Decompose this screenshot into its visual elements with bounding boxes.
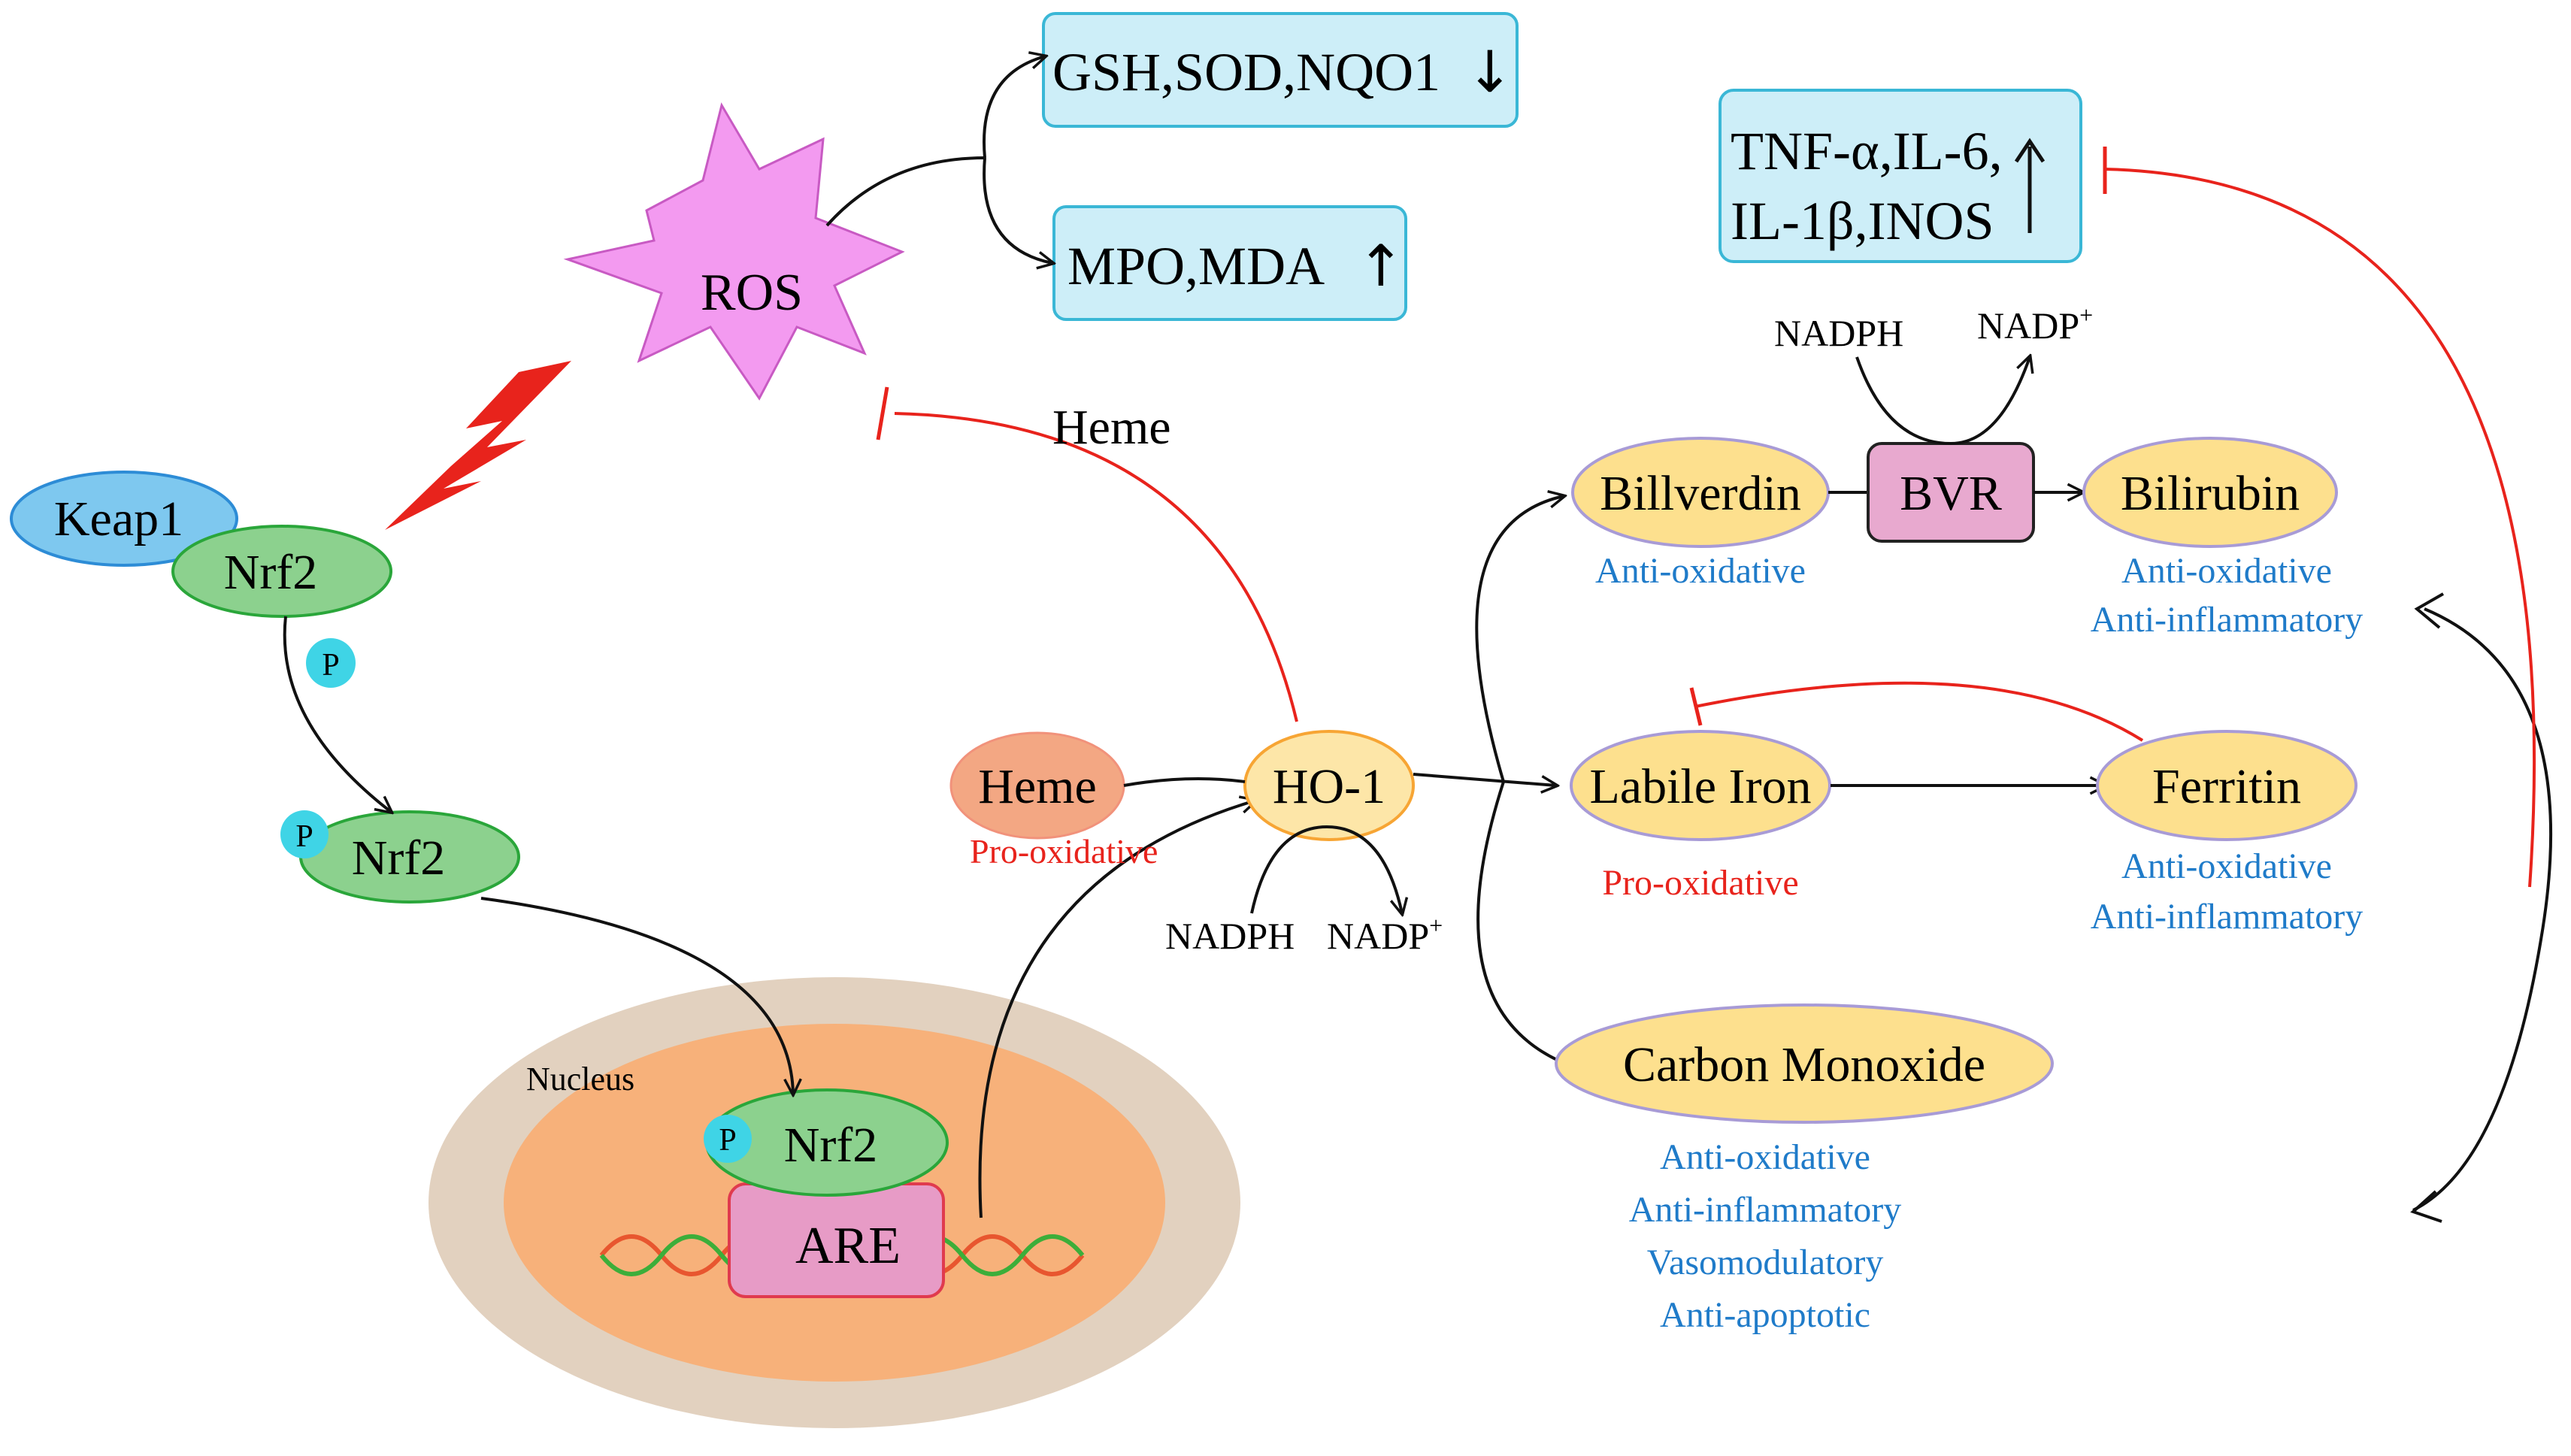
arrow-to-oxidative: [983, 157, 1052, 263]
heme-inhibit-label: Heme: [1052, 400, 1171, 455]
nrf2-bound-label: Nrf2: [224, 545, 318, 600]
inhibit-ferritin-iron: [1694, 681, 2144, 742]
labile-iron-node: [1570, 730, 1831, 841]
ferritin-effect-1: Anti-inflammatory: [2091, 897, 2364, 937]
ferritin-effect-0: Anti-oxidative: [2121, 846, 2332, 886]
arrow-to-co: [1476, 781, 1575, 1067]
ho1-nadph: NADPH: [1165, 915, 1295, 957]
arrow-nrf2-to-phos: [283, 616, 391, 812]
bilirubin-effect-0: Anti-oxidative: [2121, 551, 2332, 591]
antioxidant-enzymes-label: GSH,SOD,NQO1: [1052, 42, 1440, 102]
p-badge-nuclear: [704, 1115, 752, 1163]
bilirubin-node: [2082, 437, 2338, 548]
cytokines-line1: TNF-α,IL-6,: [1731, 121, 2003, 181]
co-effect-1: Anti-inflammatory: [1629, 1190, 1902, 1230]
are-label: ARE: [795, 1217, 901, 1275]
p-badge-phos-label: P: [295, 819, 313, 854]
inhibit-cytokines: [2104, 168, 2536, 888]
inhibit-bar-iron: [1689, 687, 1703, 726]
arrow-ros-branch: [825, 156, 986, 227]
bvr-cofactor-arc: [1855, 357, 2030, 446]
p-badge-phos: [280, 810, 329, 858]
oxidative-markers-label: MPO,MDA: [1067, 236, 1325, 296]
keap1-node: [10, 471, 238, 567]
bilirubin-label: Bilirubin: [2121, 466, 2300, 521]
antioxidant-enzymes-box: [1042, 12, 1519, 128]
right-bracket-arrow: [2412, 607, 2553, 1212]
cytokines-line2: IL-1β,INOS: [1731, 191, 1994, 251]
ho1-node: [1243, 730, 1415, 841]
right-bracket-head-top: [2414, 592, 2444, 629]
nrf2-bound-node: [171, 525, 392, 618]
up-arrow-glyph: ↑: [1357, 232, 1405, 299]
inhibit-ho1-ros: [894, 412, 1298, 722]
ferritin-label: Ferritin: [2152, 759, 2301, 814]
labile-iron-label: Labile Iron: [1589, 759, 1811, 814]
co-effect-3: Anti-apoptotic: [1660, 1295, 1870, 1335]
co-effect-2: Vasomodulatory: [1647, 1243, 1884, 1282]
bvr-nadph: NADPH: [1774, 312, 1903, 354]
down-arrow-glyph: ↓: [1466, 38, 1514, 105]
cytokines-up-arrow-icon: [2014, 138, 2046, 233]
ros-burst: [563, 102, 905, 401]
right-bracket-head-bottom: [2410, 1190, 2442, 1223]
p-badge-label: P: [322, 648, 339, 683]
nrf2-phos-label: Nrf2: [352, 831, 446, 885]
nrf2-nuclear-label: Nrf2: [784, 1118, 878, 1173]
bvr-label: BVR: [1900, 466, 2002, 521]
labile-iron-effect-0: Pro-oxidative: [1602, 863, 1798, 903]
inhibit-bar-ros: [876, 386, 889, 440]
keap1-label: Keap1: [54, 492, 183, 546]
carbon-monoxide-node: [1555, 1003, 2054, 1124]
ho1-nadp: NADP+: [1327, 912, 1443, 957]
lightning-bolt-icon: [385, 361, 571, 530]
nucleus-label: Nucleus: [526, 1061, 634, 1097]
arrow-to-biliverdin: [1475, 496, 1564, 782]
ferritin-node: [2096, 730, 2358, 841]
bvr-nadp: NADP+: [1977, 301, 2093, 347]
ho1-cofactor-arc: [1250, 825, 1402, 913]
arrow-to-antioxidant: [983, 56, 1045, 159]
p-badge-nuclear-label: P: [719, 1123, 736, 1158]
heme-to-ho1-line: [1123, 777, 1246, 787]
p-badge: [306, 638, 356, 688]
bilirubin-effect-1: Anti-inflammatory: [2091, 600, 2364, 640]
heme-label: Heme: [978, 759, 1097, 814]
heme-effect: Pro-oxidative: [970, 832, 1158, 870]
biliverdin-effect-0: Anti-oxidative: [1595, 551, 1806, 591]
ros-label: ROS: [701, 264, 803, 322]
ho1-label: HO-1: [1273, 759, 1385, 814]
arrow-are-to-ho1: [978, 801, 1255, 1218]
cytokines-box: [1719, 89, 2082, 263]
arrow-ho1-to-iron: [1413, 773, 1556, 786]
co-effect-0: Anti-oxidative: [1660, 1137, 1870, 1177]
biliverdin-label: Billverdin: [1600, 466, 1801, 521]
carbon-monoxide-label: Carbon Monoxide: [1623, 1037, 1985, 1092]
arrow-phos-to-nucleus: [480, 897, 793, 1094]
